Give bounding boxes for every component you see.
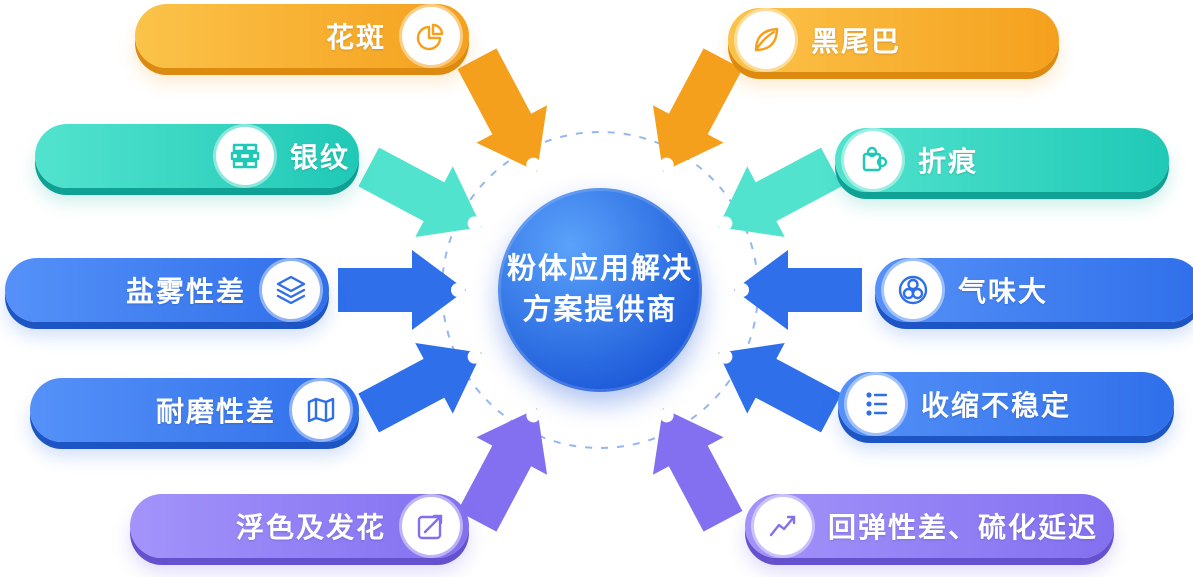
pill-huitan: 回弹性差、硫化延迟 xyxy=(745,494,1114,558)
pill-fuse-label: 浮色及发花 xyxy=(235,512,386,543)
arrow-heiweiba xyxy=(652,48,743,172)
pill-huitan-label: 回弹性差、硫化延迟 xyxy=(828,512,1099,543)
pill-qiwei-label: 气味大 xyxy=(958,276,1049,307)
pill-shousuo-label: 收缩不稳定 xyxy=(921,390,1072,421)
pill-shousuo: 收缩不稳定 xyxy=(838,372,1174,436)
arrow-qiwei xyxy=(734,250,862,330)
pill-heiweiba-label: 黑尾巴 xyxy=(811,26,902,57)
pill-yinwen: 银纹 xyxy=(35,124,359,188)
circles-icon xyxy=(884,261,942,319)
arrow-fuse xyxy=(457,408,548,532)
leaf-icon xyxy=(737,11,795,69)
pill-zhehen: 折痕 xyxy=(835,128,1169,192)
layers-icon xyxy=(262,261,320,319)
edit-arrow-icon xyxy=(402,497,460,555)
pie-chart-icon xyxy=(402,7,460,65)
arrow-yinwen xyxy=(358,147,482,238)
arrow-zhehen xyxy=(718,147,842,238)
center-title-line2: 方案提供商 xyxy=(522,294,678,326)
pill-huaban-label: 花斑 xyxy=(325,22,386,53)
pill-naimo-label: 耐磨性差 xyxy=(155,396,276,427)
pill-yinwen-label: 银纹 xyxy=(289,142,350,173)
center-title-line1: 粉体应用解决 xyxy=(506,253,693,286)
pill-yanwu-label: 盐雾性差 xyxy=(125,276,246,307)
arrow-shousuo xyxy=(718,342,842,433)
arrow-naimo xyxy=(358,342,482,433)
pill-yanwu: 盐雾性差 xyxy=(5,258,329,322)
pill-heiweiba: 黑尾巴 xyxy=(728,8,1059,72)
pill-fuse: 浮色及发花 xyxy=(130,494,469,558)
puzzle-icon xyxy=(844,131,902,189)
pill-naimo: 耐磨性差 xyxy=(30,378,359,442)
nodes-icon xyxy=(847,375,905,433)
pill-zhehen-label: 折痕 xyxy=(918,146,979,177)
pill-qiwei: 气味大 xyxy=(875,258,1193,322)
arrow-huaban xyxy=(457,48,548,172)
center-node: 粉体应用解决 方案提供商 xyxy=(498,188,702,392)
arrow-huitan xyxy=(652,408,743,532)
bricks-icon xyxy=(215,127,274,185)
map-icon xyxy=(292,381,350,439)
trend-icon xyxy=(754,497,812,555)
pill-huaban: 花斑 xyxy=(135,4,469,68)
arrow-yanwu xyxy=(338,250,466,330)
